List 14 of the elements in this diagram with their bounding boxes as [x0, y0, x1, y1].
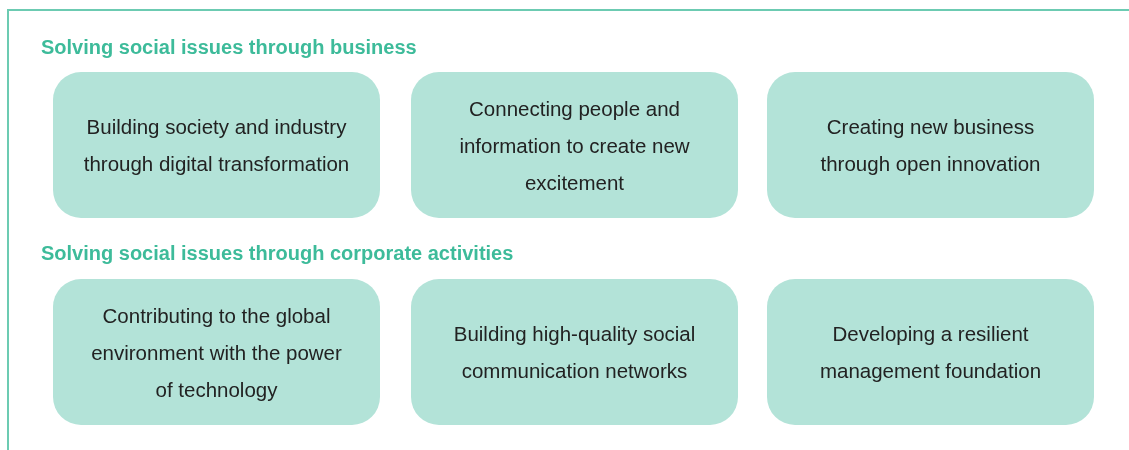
card-text: Creating new business through open innovation	[819, 114, 1042, 177]
card-text: Connecting people and information to create new excitement	[458, 95, 691, 196]
theme-card	[411, 279, 738, 425]
card-text: Building high-quality social communication networks	[452, 321, 697, 384]
section-heading: Solving social issues through business	[41, 36, 417, 59]
card-text: Contributing to the global environment with the power of technology	[90, 302, 343, 403]
theme-card	[767, 279, 1094, 425]
card-text: Building society and industry through digital transformation	[83, 114, 350, 177]
card-text: Developing a resilient management foundation	[818, 321, 1043, 384]
theme-card	[411, 72, 738, 218]
theme-card	[53, 72, 380, 218]
theme-card	[767, 72, 1094, 218]
theme-card	[53, 279, 380, 425]
section-heading: Solving social issues through corporate activities	[41, 242, 514, 265]
